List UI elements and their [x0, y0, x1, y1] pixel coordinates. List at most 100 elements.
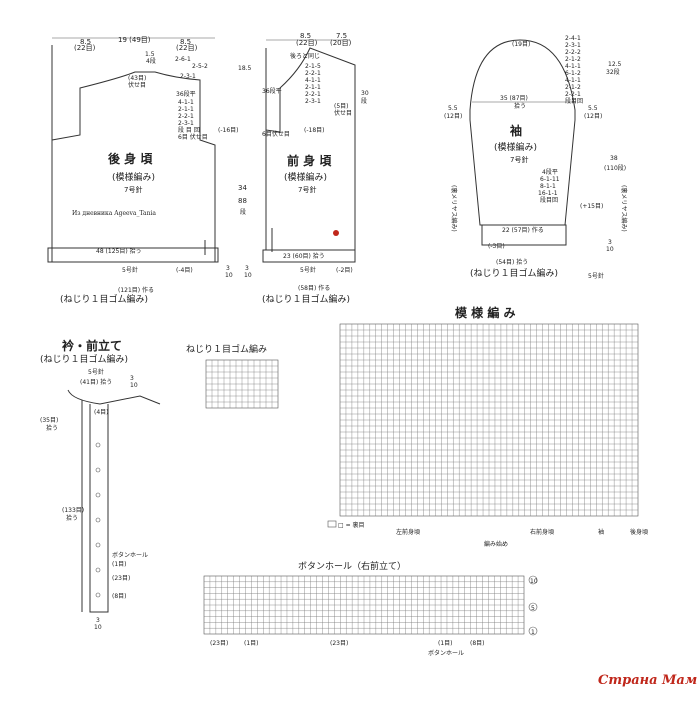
- svg-text:23 (60目) 拾う: 23 (60目) 拾う: [283, 252, 325, 260]
- svg-text:34: 34: [238, 184, 247, 192]
- svg-text:ボタンホール: ボタンホール: [428, 649, 464, 657]
- svg-text:2-2-1: 2-2-1: [178, 113, 194, 120]
- svg-text:2-1-2: 2-1-2: [565, 56, 581, 63]
- front-outline: [265, 47, 356, 251]
- svg-text:ボタンホール: ボタンホール: [112, 551, 148, 559]
- svg-text:5号針: 5号針: [122, 266, 138, 274]
- svg-text:(121目) 作る: (121目) 作る: [118, 286, 154, 294]
- svg-text:(-18目): (-18目): [304, 127, 324, 134]
- svg-text:段目回: 段目回: [540, 196, 558, 204]
- svg-text:35 (87目): 35 (87目): [500, 95, 528, 102]
- front-ribbing: [262, 249, 356, 263]
- svg-text:段: 段: [361, 97, 367, 105]
- svg-text:(43目): (43目): [128, 75, 146, 82]
- svg-text:2-1-5: 2-1-5: [305, 63, 321, 70]
- svg-text:(ねじり１目ゴム編み): (ねじり１目ゴム編み): [40, 353, 128, 365]
- svg-text:(模様編み): (模様編み): [112, 171, 155, 183]
- svg-text:編み始め: 編み始め: [484, 540, 508, 548]
- svg-text:2-5-2: 2-5-2: [192, 63, 208, 70]
- svg-text:(ねじり１目ゴム編み): (ねじり１目ゴム編み): [60, 293, 148, 305]
- svg-text:□ = 裏目: □ = 裏目: [338, 521, 365, 529]
- sleeve-panel: (19目) 2-4-1 2-3-1 2-2-2 2-1-2 4-1-1 6-1-…: [444, 35, 628, 280]
- svg-text:(8目): (8目): [470, 640, 485, 647]
- svg-text:2-1-1: 2-1-1: [305, 84, 321, 91]
- buttonhole-chart-title: ボタンホール（右前立て）: [298, 560, 406, 572]
- svg-text:伏せ目: 伏せ目: [334, 109, 352, 117]
- svg-text:12.5: 12.5: [608, 61, 622, 68]
- svg-text:2-1-2: 2-1-2: [565, 84, 581, 91]
- svg-text:段: 段: [240, 208, 246, 216]
- svg-text:8.5: 8.5: [180, 38, 191, 46]
- svg-text:36段平: 36段平: [176, 90, 196, 98]
- svg-text:30: 30: [361, 90, 369, 97]
- svg-text:38: 38: [610, 155, 618, 162]
- svg-text:(20目): (20目): [330, 39, 352, 47]
- svg-text:(41目) 拾う: (41目) 拾う: [80, 378, 112, 386]
- svg-text:4段平: 4段平: [542, 168, 558, 176]
- front-panel: 8.5 (22目) 7.5 (20目) 後ろと同じ 2-1-5 2-2-1 4-…: [244, 32, 369, 305]
- svg-text:袖: 袖: [598, 528, 604, 536]
- svg-text:3: 3: [96, 617, 100, 624]
- svg-text:(23目): (23目): [210, 640, 228, 647]
- svg-text:2-2-1: 2-2-1: [305, 70, 321, 77]
- svg-text:16-1-1: 16-1-1: [538, 190, 558, 197]
- svg-text:(ねじり１目ゴム編み): (ねじり１目ゴム編み): [262, 293, 350, 305]
- pattern-chart: 模 様 編 み □ = 裏目 左前身頃 右前身頃 袖 後身頃 編み始め: [327, 305, 648, 548]
- svg-text:後身頃: 後身頃: [630, 528, 648, 536]
- svg-text:2-2-1: 2-2-1: [565, 91, 581, 98]
- svg-text:5号針: 5号針: [588, 272, 604, 280]
- svg-text:7.5: 7.5: [336, 32, 347, 40]
- svg-text:6目 伏せ目: 6目 伏せ目: [178, 133, 208, 141]
- svg-text:(裏メリヤス編み): (裏メリヤス編み): [450, 185, 458, 232]
- svg-text:22 (57目) 作る: 22 (57目) 作る: [502, 226, 544, 234]
- svg-text:10: 10: [94, 624, 102, 631]
- sleeve-title: 袖: [510, 123, 522, 138]
- svg-text:(ねじり１目ゴム編み): (ねじり１目ゴム編み): [470, 267, 558, 279]
- svg-text:48 (125目) 拾う: 48 (125目) 拾う: [96, 247, 142, 255]
- svg-text:5.5: 5.5: [588, 105, 598, 112]
- sleeve-outline: [469, 39, 576, 226]
- buttonhole-marks: [95, 442, 101, 598]
- svg-text:4-1-1: 4-1-1: [565, 63, 581, 70]
- svg-text:2-1-1: 2-1-1: [178, 106, 194, 113]
- svg-text:(23目): (23目): [112, 575, 130, 582]
- svg-text:19 (49目): 19 (49目): [118, 36, 151, 44]
- svg-text:拾う: 拾う: [46, 424, 58, 432]
- svg-text:3: 3: [608, 239, 612, 246]
- svg-text:左前身頃: 左前身頃: [396, 528, 420, 536]
- svg-text:1.5: 1.5: [145, 51, 155, 58]
- svg-text:後ろと同じ: 後ろと同じ: [290, 52, 320, 60]
- svg-text:2-6-1: 2-6-1: [175, 56, 191, 63]
- svg-text:3: 3: [226, 265, 230, 272]
- svg-text:6目伏せ目: 6目伏せ目: [262, 130, 290, 138]
- svg-text:18.5: 18.5: [238, 65, 252, 72]
- svg-text:(模様編み): (模様編み): [284, 171, 327, 183]
- svg-text:(-4目): (-4目): [176, 267, 193, 274]
- svg-text:(模様編み): (模様編み): [494, 141, 537, 153]
- svg-text:88: 88: [238, 197, 247, 205]
- svg-text:3: 3: [130, 375, 134, 382]
- svg-text:4段: 4段: [146, 57, 156, 65]
- sleeve-ribbing: [481, 224, 567, 246]
- svg-text:4-1-1: 4-1-1: [178, 99, 194, 106]
- svg-text:5号針: 5号針: [300, 266, 316, 274]
- svg-text:(1目): (1目): [244, 640, 259, 647]
- svg-text:(133目): (133目): [62, 507, 84, 514]
- svg-text:2-2-1: 2-2-1: [305, 91, 321, 98]
- back-title: 後 身 頃: [108, 151, 153, 166]
- diary-caption: Из дневника Ageeva_Tania: [72, 210, 156, 217]
- site-watermark: Страна Мам: [598, 673, 697, 688]
- svg-text:3: 3: [245, 265, 249, 272]
- back-outline: [51, 45, 216, 263]
- svg-text:2-2-2: 2-2-2: [565, 49, 581, 56]
- svg-text:(22目): (22目): [176, 44, 198, 52]
- buttonhole-chart: ボタンホール（右前立て） 10 5 1 (23目) (1目) (23目) (1目…: [203, 560, 538, 657]
- svg-text:(1目): (1目): [112, 561, 127, 568]
- svg-text:(19目): (19目): [512, 41, 530, 48]
- svg-text:2-3-1: 2-3-1: [178, 120, 194, 127]
- svg-text:拾う: 拾う: [514, 102, 526, 110]
- svg-text:7号針: 7号針: [298, 185, 316, 194]
- svg-text:(58目) 作る: (58目) 作る: [298, 284, 330, 292]
- svg-text:(22目): (22目): [74, 44, 96, 52]
